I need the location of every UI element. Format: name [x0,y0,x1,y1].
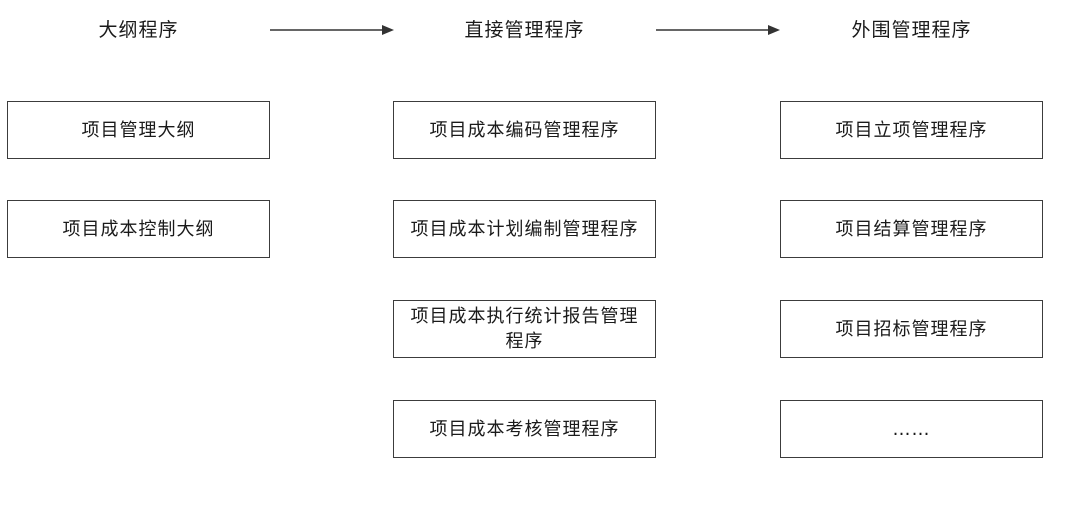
box-label: 项目招标管理程序 [835,318,988,340]
box-label: 项目结算管理程序 [835,218,988,240]
diagram-box: 项目成本计划编制管理程序 [393,200,656,258]
diagram-box: 项目成本考核管理程序 [393,400,656,458]
diagram-box: 项目立项管理程序 [780,101,1043,159]
box-label: 项目立项管理程序 [835,119,988,141]
diagram-box: 项目管理大纲 [7,101,270,159]
box-label: 项目成本执行统计报告管理程序 [410,306,639,352]
column-header-outline-procedures: 大纲程序 [98,19,179,41]
box-label: …… [892,418,931,440]
column-header-peripheral-procedures: 外围管理程序 [851,19,972,41]
flow-arrow-right-icon [656,22,780,38]
box-label: 项目成本编码管理程序 [429,119,620,141]
diagram-box: 项目结算管理程序 [780,200,1043,258]
column-header-direct-procedures: 直接管理程序 [464,19,585,41]
diagram-box: 项目招标管理程序 [780,300,1043,358]
diagram-box: 项目成本执行统计报告管理程序 [393,300,656,358]
box-label: 项目成本计划编制管理程序 [410,218,639,240]
box-label: 项目管理大纲 [81,119,196,141]
box-label: 项目成本控制大纲 [62,218,215,240]
box-label: 项目成本考核管理程序 [429,418,620,440]
diagram-box: 项目成本控制大纲 [7,200,270,258]
flow-arrow-right-icon [270,22,394,38]
diagram-box: …… [780,400,1043,458]
diagram-box: 项目成本编码管理程序 [393,101,656,159]
